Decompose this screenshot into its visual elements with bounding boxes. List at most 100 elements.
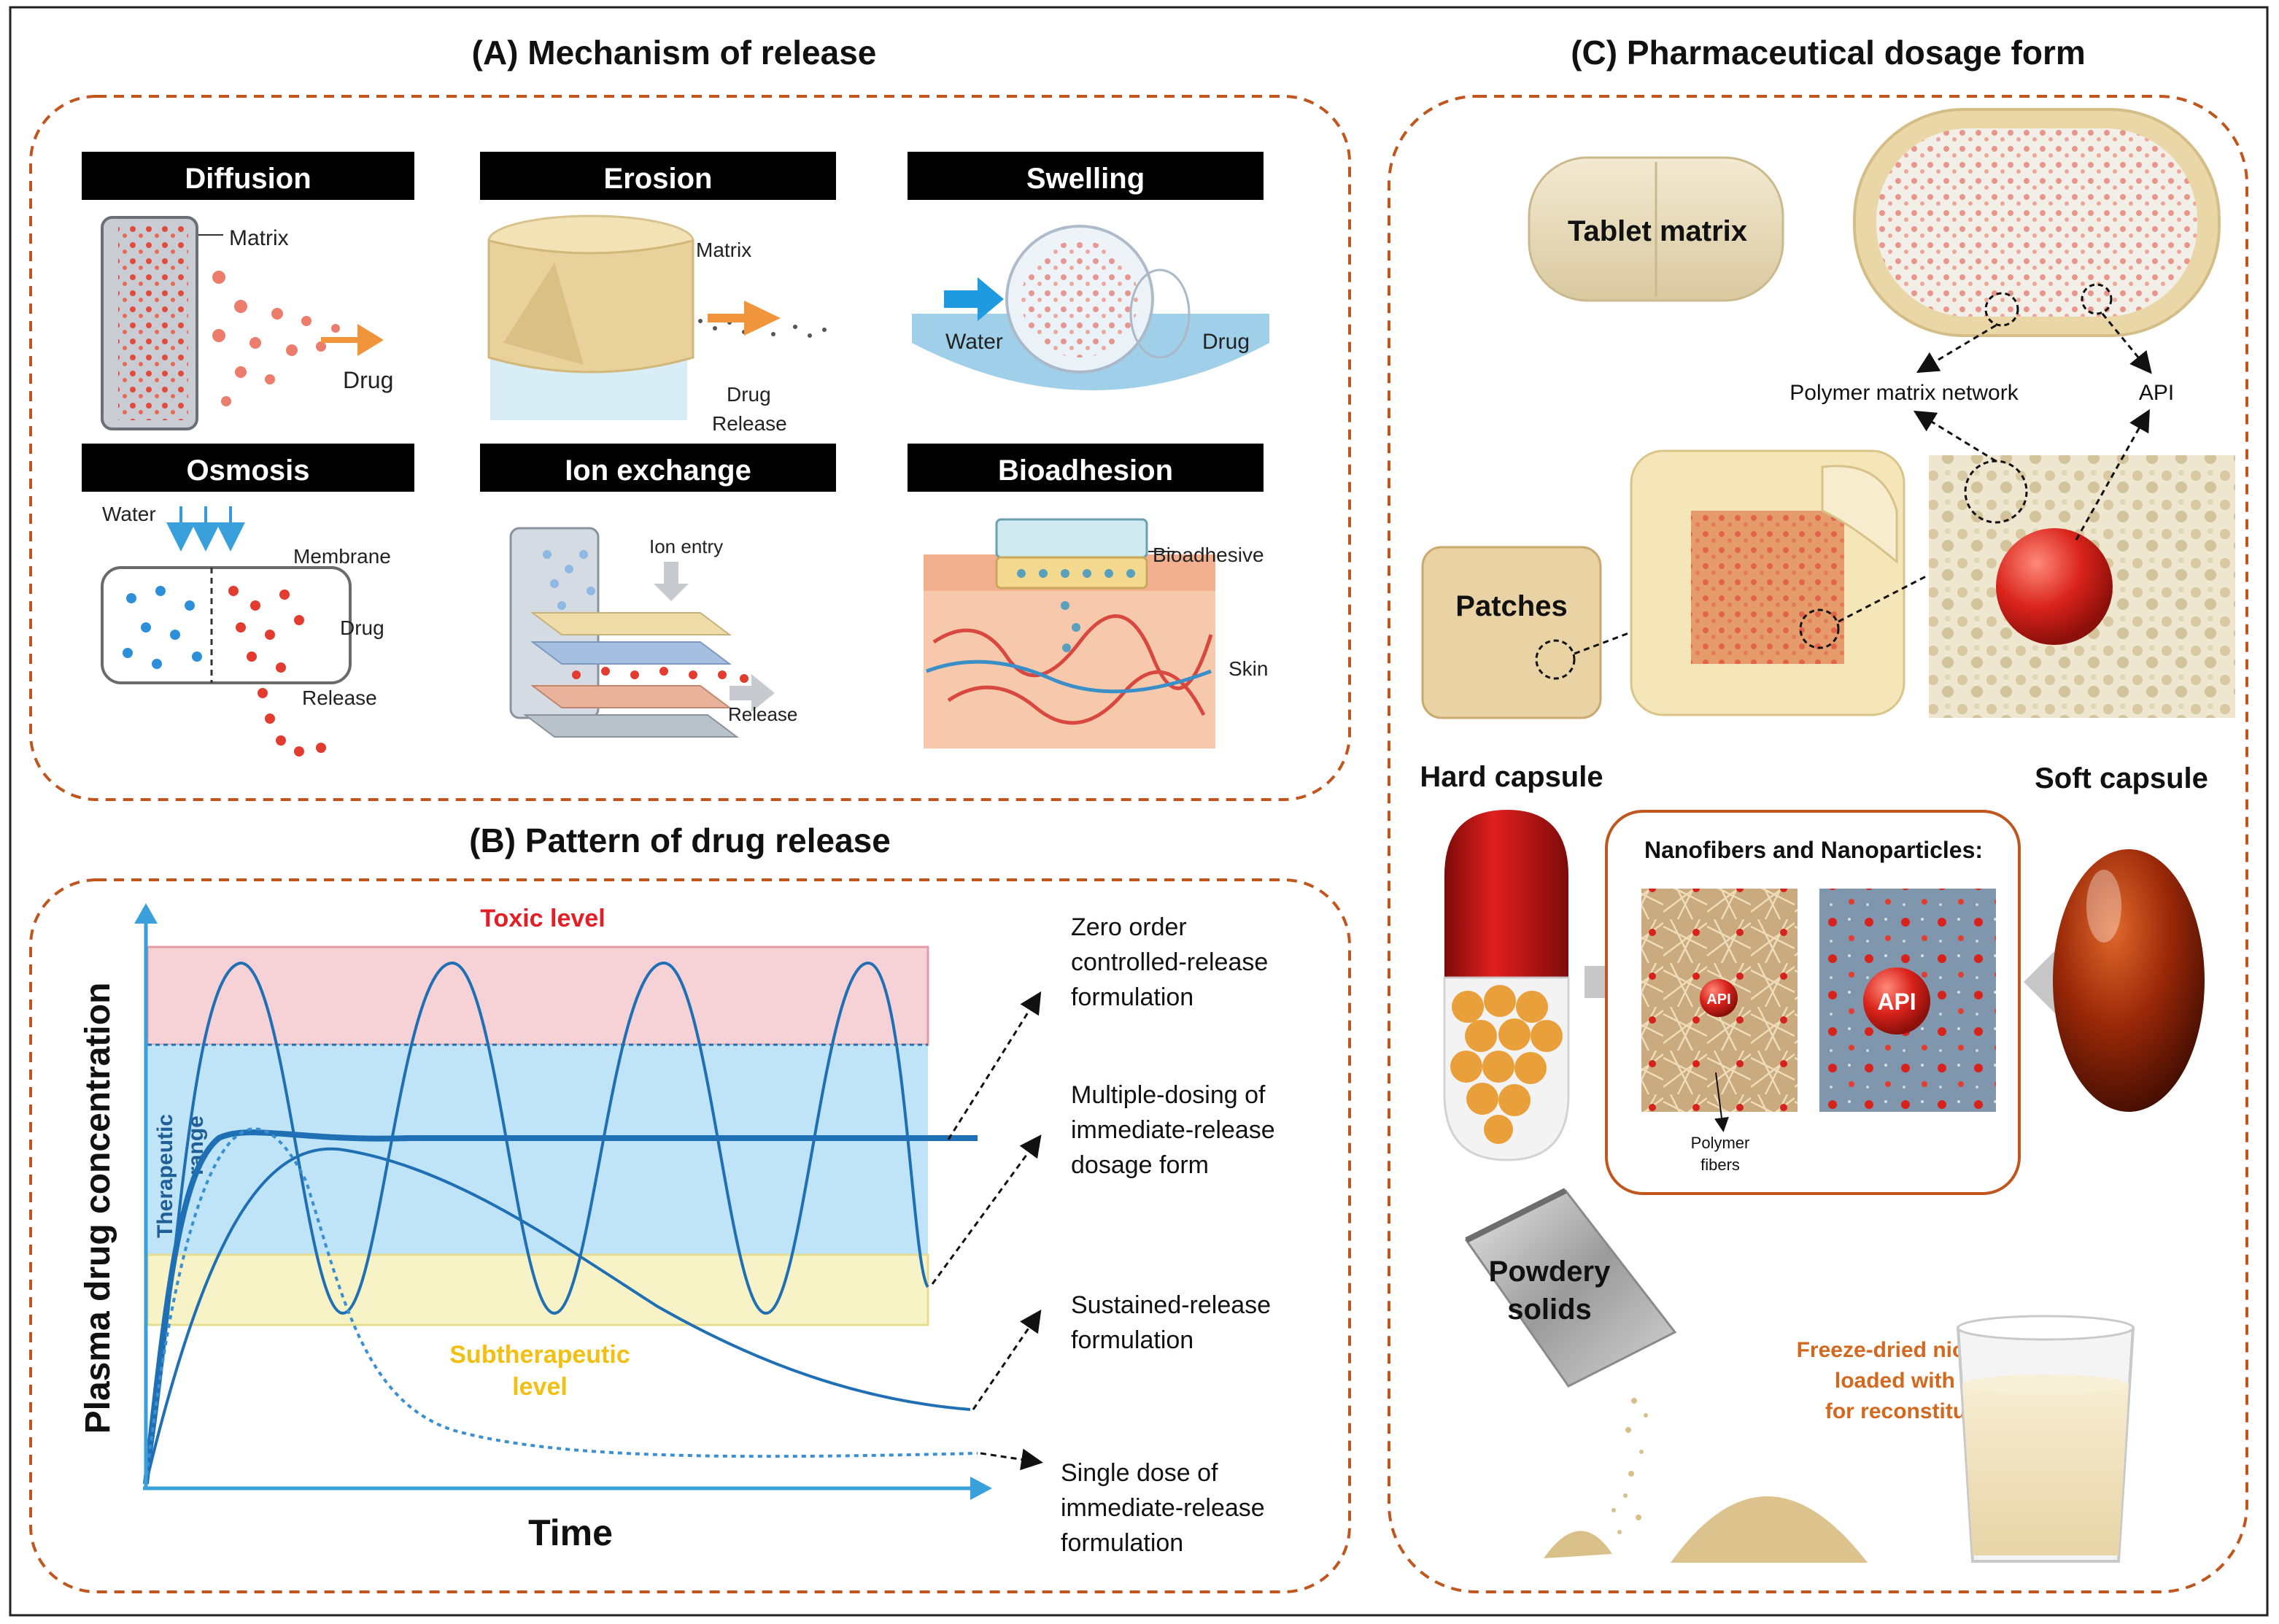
panel-a-title: (A) Mechanism of release	[472, 34, 877, 71]
polymer-fibers-leader	[1714, 1072, 1729, 1132]
ion-exchange-header-bar	[480, 444, 836, 492]
osmosis-cell: Osmosis Water Membrane Drug	[82, 444, 414, 757]
bioadhesion-patch-adhesive	[995, 556, 1148, 589]
osmosis-water-arrows	[166, 506, 245, 552]
nanoparticle-api-particle	[1863, 967, 1930, 1035]
bioadhesion-drug-dots	[1017, 569, 1135, 652]
zero-order-curve	[143, 1129, 978, 1485]
ion-exchange-incoming-ions	[543, 550, 595, 610]
hard-capsule-label: Hard capsule	[1420, 761, 1603, 793]
ion-exchange-cell: Ion exchange Ion entry Release	[480, 444, 836, 738]
multiple-dosing-label-line3: dosage form	[1071, 1151, 1209, 1179]
nanofiber-api-tag: API	[1706, 991, 1730, 1008]
swelling-label-drug: Drug	[1202, 330, 1250, 354]
api-particle-leader	[2075, 409, 2150, 541]
network-zoom-circle	[1984, 292, 2019, 327]
erosion-disc-body	[487, 239, 694, 374]
ion-exchange-layer-low	[530, 685, 732, 708]
api-leader	[2101, 313, 2152, 374]
ion-exchange-header: Ion exchange	[565, 455, 751, 487]
panel-b: (B) Pattern of drug release Toxic level …	[29, 821, 1351, 1593]
ion-entry-arrow	[654, 562, 689, 601]
single-dose-curve	[144, 1127, 978, 1485]
polymer-fibers-label-line1: Polymer	[1691, 1134, 1750, 1152]
single-dose-label-line3: formulation	[1061, 1529, 1183, 1557]
api-zoom-circle	[2081, 283, 2113, 315]
patch-drug-zoom-circle	[1799, 608, 1840, 649]
subtherapeutic-label-line1: Subtherapeutic	[449, 1341, 630, 1369]
ion-exchange-label-entry: Ion entry	[649, 535, 723, 557]
polymer-fibers-label-line2: fibers	[1700, 1156, 1740, 1174]
powder-pile-small	[1544, 1531, 1612, 1558]
patch-drug-dots	[1691, 511, 1844, 664]
patch-peel-corner	[1821, 465, 1898, 565]
ion-exchange-base	[523, 714, 739, 738]
panel-c-title: (C) Pharmaceutical dosage form	[1571, 34, 2086, 71]
erosion-arrow	[708, 301, 781, 336]
bioadhesion-vessels-red	[932, 614, 1213, 725]
osmosis-water-dots	[123, 586, 202, 669]
nanofiber-api-particle	[1700, 979, 1738, 1017]
soft-capsule-image	[2053, 849, 2205, 1112]
powder-pile-large	[1671, 1496, 1868, 1563]
erosion-eroded-face	[503, 263, 584, 365]
toxic-level-label: Toxic level	[480, 905, 605, 932]
therapeutic-range-label-line1: Therapeutic	[153, 1114, 177, 1238]
erosion-label-drug: Drug	[727, 383, 771, 406]
diffusion-header-bar	[82, 152, 414, 200]
diffusion-label-drug: Drug	[343, 367, 393, 393]
diffusion-label-matrix: Matrix	[229, 226, 289, 250]
multiple-dosing-label-line1: Multiple-dosing of	[1071, 1081, 1266, 1109]
erosion-header-bar	[480, 152, 836, 200]
soft-capsule-highlight	[2086, 870, 2121, 943]
panel-c: (C) Pharmaceutical dosage form Tablet ma…	[1388, 34, 2248, 1593]
bioadhesion-header: Bioadhesion	[998, 455, 1173, 487]
erosion-label-matrix: Matrix	[696, 239, 751, 261]
ion-exchange-drug-ions	[572, 667, 748, 683]
y-axis-arrowhead	[134, 903, 158, 924]
powdery-label-line1: Powdery	[1489, 1256, 1611, 1288]
zero-order-label-line3: formulation	[1071, 983, 1193, 1011]
nano-box-title: Nanofibers and Nanoparticles:	[1644, 837, 1983, 863]
powder-sachet-image	[1464, 1188, 1677, 1388]
diffusion-header: Diffusion	[185, 163, 311, 195]
bioadhesion-vessels-blue	[926, 660, 1212, 694]
tablet-label: Tablet matrix	[1568, 215, 1747, 247]
api-particle-zoom	[1996, 528, 2113, 645]
swelling-water-arrow	[944, 277, 1004, 321]
diffusion-cell: Diffusion Matrix Drug	[82, 152, 414, 430]
bioadhesion-header-bar	[908, 444, 1264, 492]
multiple-dosing-label-line2: immediate-release	[1071, 1116, 1275, 1144]
erosion-label-release: Release	[712, 412, 787, 435]
sustained-release-curve	[144, 1147, 971, 1485]
osmosis-label-release: Release	[302, 687, 377, 709]
swelling-header-bar	[908, 152, 1264, 200]
osmosis-label-drug: Drug	[340, 616, 384, 639]
soft-capsule-label: Soft capsule	[2035, 762, 2208, 794]
osmosis-header-bar	[82, 444, 414, 492]
reconstituted-glass-image	[1956, 1315, 2135, 1563]
single-dose-label-line1: Single dose of	[1061, 1459, 1218, 1487]
patch-small-image	[1421, 546, 1602, 719]
osmosis-label-water: Water	[102, 503, 156, 525]
ion-release-arrow	[730, 674, 775, 712]
swelling-drug-dots	[1021, 241, 1138, 357]
osmosis-header: Osmosis	[187, 455, 310, 487]
panel-a-border	[29, 95, 1351, 801]
diffusion-arrow	[321, 324, 384, 356]
bioadhesion-cell: Bioadhesion Bioadhesive Skin	[908, 444, 1268, 749]
ion-exchange-layer-top	[530, 612, 732, 635]
bioadhesion-label-skin: Skin	[1229, 657, 1268, 680]
panel-b-border	[29, 878, 1351, 1593]
powdery-label-line2: solids	[1507, 1294, 1592, 1326]
bioadhesion-patch-top	[995, 518, 1148, 559]
panel-c-border	[1388, 95, 2248, 1593]
ion-exchange-layer-mid	[530, 641, 732, 665]
osmosis-membrane-box	[101, 566, 352, 684]
swelling-outer-shell	[1129, 268, 1191, 359]
zero-order-label-line1: Zero order	[1071, 913, 1187, 941]
sustained-release-label-line1: Sustained-release	[1071, 1291, 1271, 1319]
erosion-header: Erosion	[604, 163, 713, 195]
nanoparticle-api-tag: API	[1877, 989, 1916, 1015]
